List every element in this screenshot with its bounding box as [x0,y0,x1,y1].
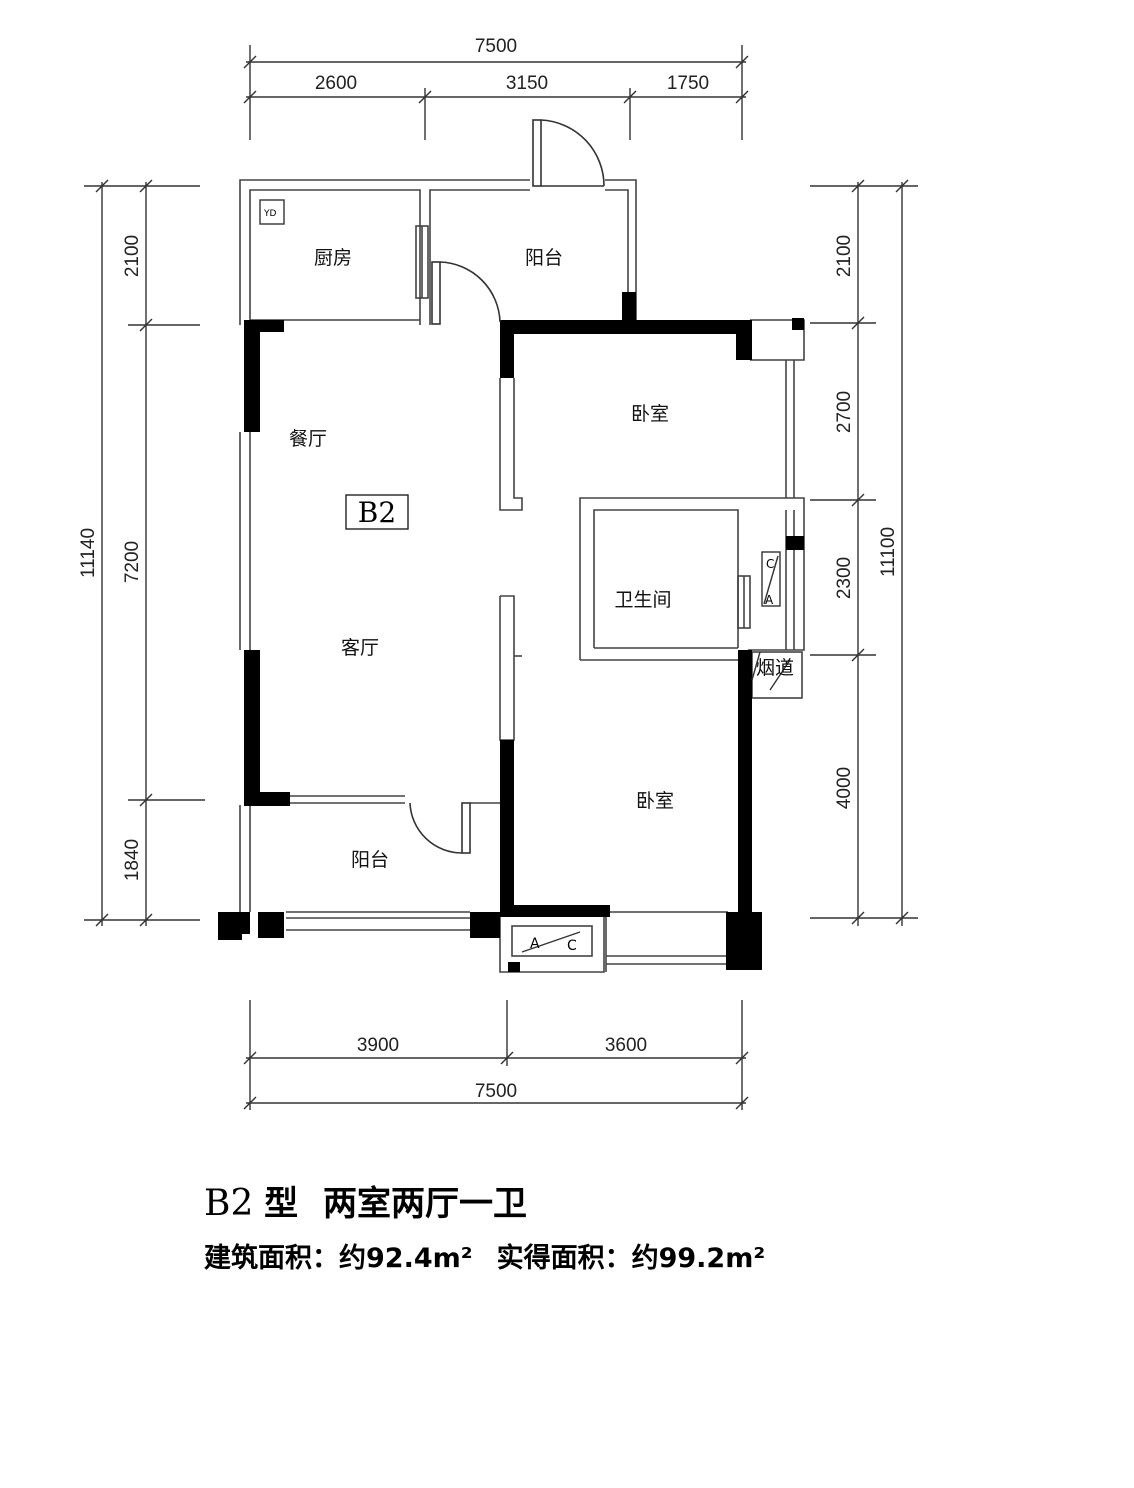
yd-box [259,199,285,225]
dim-left-a: 2100 [122,235,143,277]
caption-code: B2 [204,1183,254,1224]
dim-top-a: 2600 [315,73,357,94]
thick-walls [218,292,804,972]
ac-label-c-bottom: C [567,938,577,954]
dim-right-total: 11100 [878,527,899,577]
caption-layout: 两室两厅一卫 [322,1184,527,1224]
dimension-left [84,179,205,927]
room-bathroom: 卫生间 [614,589,671,611]
dim-left-total: 11140 [78,528,99,578]
ac-label-a-right: A [765,593,774,607]
dim-right-d: 4000 [834,767,855,809]
dim-right-b: 2700 [834,391,855,433]
unit-code: B2 [358,496,396,529]
ac-label-a-bottom: A [530,936,540,952]
ac-label-c-right: C [766,557,774,571]
floor-plan: 7500 2600 3150 1750 3900 3600 7500 11140… [78,36,918,1110]
ac-units [521,551,791,953]
room-balcony-bottom: 阳台 [351,849,389,871]
dim-left-c: 1840 [122,839,143,881]
room-bedroom-bottom: 卧室 [636,790,674,812]
room-dining: 餐厅 [289,428,327,450]
dim-left-b: 7200 [122,541,143,583]
actual-area: 实得面积：约99.2m² [496,1243,766,1274]
dim-top-total: 7500 [475,36,517,57]
dim-right-a: 2100 [834,235,855,277]
room-bedroom-top: 卧室 [631,403,669,425]
dim-bottom-b: 3600 [605,1035,647,1056]
room-flue: 烟道 [756,657,794,679]
room-living: 客厅 [341,637,379,659]
room-kitchen: 厨房 [314,247,352,269]
dim-bottom-a: 3900 [357,1035,399,1056]
dim-bottom-total: 7500 [475,1081,517,1102]
room-balcony-top: 阳台 [525,247,563,269]
unit-code-box [345,494,409,530]
dim-top-c: 1750 [667,73,709,94]
dimension-right [810,179,918,926]
dim-top-b: 3150 [506,73,548,94]
thin-walls [239,179,805,973]
built-area: 建筑面积：约92.4m² [204,1243,473,1274]
dimension-bottom [243,1000,749,1110]
yd-label: YD [263,209,276,219]
caption-type: 型 [264,1184,299,1224]
dim-right-c: 2300 [834,557,855,599]
caption-title: B2 型 两室两厅一卫 [204,1176,527,1225]
caption-area: 建筑面积：约92.4m² 实得面积：约99.2m² [204,1236,765,1275]
dimension-top [243,45,749,140]
doors [409,119,605,854]
